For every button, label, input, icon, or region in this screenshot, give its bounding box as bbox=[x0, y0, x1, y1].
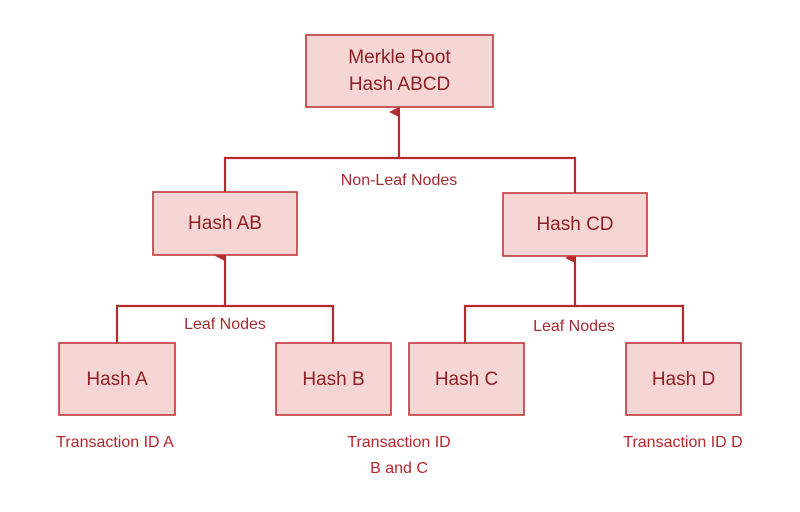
node-hash-cd: Hash CD bbox=[502, 192, 648, 257]
node-hash-a: Hash A bbox=[58, 342, 176, 416]
caption-transaction-a: Transaction ID A bbox=[56, 434, 174, 451]
hash-c-label: Hash C bbox=[435, 369, 498, 390]
node-hash-d: Hash D bbox=[625, 342, 742, 416]
node-hash-ab: Hash AB bbox=[152, 191, 298, 256]
caption-transaction-bc-line2: B and C bbox=[370, 460, 428, 477]
caption-transaction-d: Transaction ID D bbox=[623, 434, 742, 451]
hash-a-label: Hash A bbox=[86, 369, 148, 390]
node-hash-b: Hash B bbox=[275, 342, 392, 416]
node-merkle-root: Merkle Root Hash ABCD bbox=[305, 34, 494, 108]
hash-ab-label: Hash AB bbox=[188, 213, 262, 234]
hash-d-label: Hash D bbox=[652, 369, 715, 390]
leaf-nodes-label-right: Leaf Nodes bbox=[533, 318, 615, 335]
hash-b-label: Hash B bbox=[302, 369, 364, 390]
caption-transaction-bc-line1: Transaction ID bbox=[347, 434, 450, 451]
leaf-nodes-label-left: Leaf Nodes bbox=[184, 316, 266, 333]
merkle-root-title: Merkle Root bbox=[348, 47, 451, 68]
merkle-root-hash: Hash ABCD bbox=[349, 74, 450, 95]
node-hash-c: Hash C bbox=[408, 342, 525, 416]
non-leaf-nodes-label: Non-Leaf Nodes bbox=[341, 172, 458, 189]
hash-cd-label: Hash CD bbox=[536, 214, 613, 235]
